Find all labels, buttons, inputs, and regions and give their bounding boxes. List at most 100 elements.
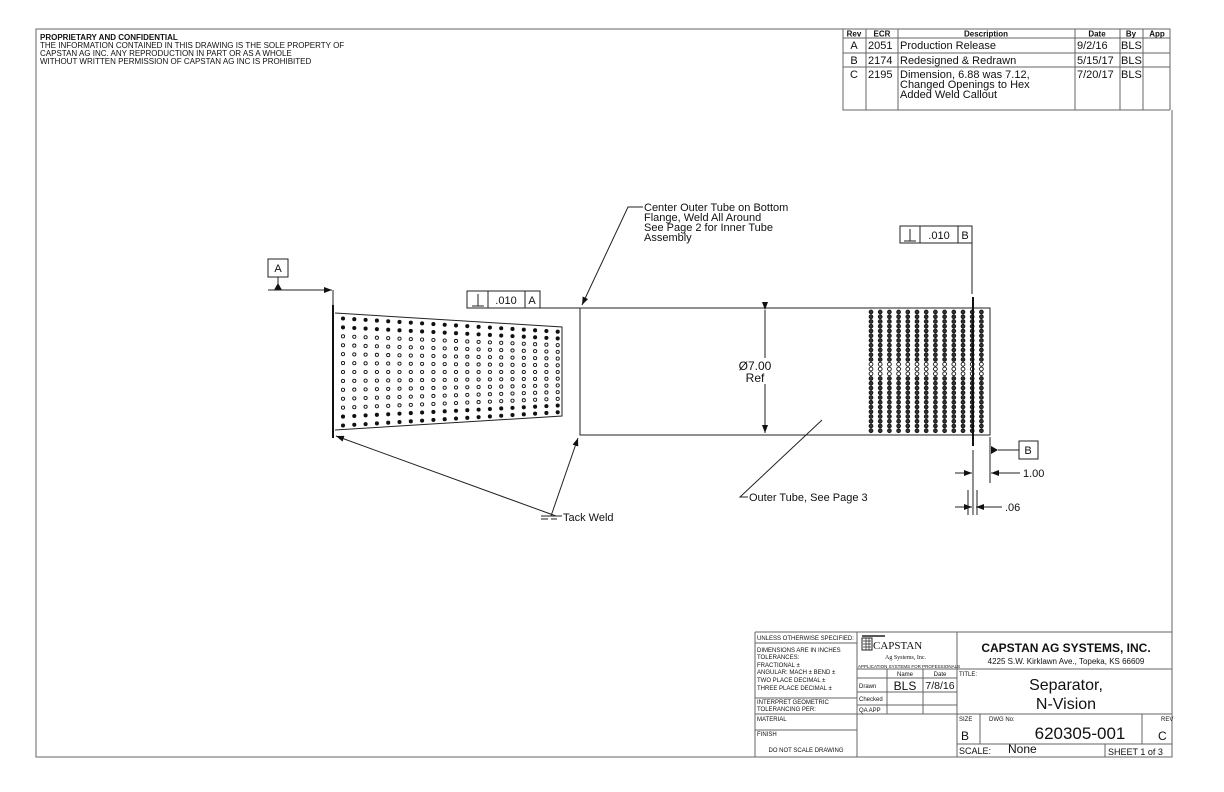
perforation-hole (521, 369, 526, 375)
perforation-hole (397, 411, 402, 416)
perforation-hole (951, 333, 957, 339)
revision-row: C 2195 Dimension, 6.88 was 7.12, Changed… (850, 69, 1142, 101)
perforation-hole (933, 423, 938, 429)
perforation-hole (960, 342, 966, 348)
perforation-hole (442, 369, 447, 375)
perforation-hole (533, 411, 538, 416)
perforation-hole (905, 352, 911, 358)
tol-note: TOLERANCES: (757, 655, 800, 661)
perforation-hole (942, 395, 947, 400)
perforation-hole (933, 395, 938, 400)
perforation-hole (442, 409, 447, 414)
perforation-hole (487, 325, 492, 330)
perforation-hole (896, 399, 901, 405)
perforation-hole (499, 413, 504, 418)
perforation-hole (431, 361, 436, 367)
perforation-hole (951, 361, 957, 367)
perforation-hole (340, 361, 346, 366)
perforation-hole (979, 352, 984, 358)
perforation-hole (960, 385, 966, 391)
perforation-hole (914, 366, 920, 372)
perforation-hole (905, 428, 911, 434)
perforation-hole (340, 343, 346, 348)
perforation-hole (942, 423, 947, 429)
perforation-hole (887, 338, 892, 343)
perforation-hole (905, 371, 911, 377)
perforation-hole (979, 319, 984, 324)
perforation-hole (914, 390, 920, 396)
perforation-hole (979, 428, 984, 434)
perforation-hole (887, 328, 892, 334)
perforation-hole (476, 407, 481, 412)
perforation-hole (933, 371, 938, 377)
perforation-hole (408, 402, 413, 407)
perforation-hole (420, 369, 425, 375)
perforation-hole (374, 361, 379, 366)
perforation-hole (905, 361, 911, 367)
rev-cell: A (850, 40, 858, 52)
perforation-hole (933, 323, 938, 329)
perforation-hole (431, 369, 436, 375)
perforation-hole (555, 369, 560, 375)
logo-name: CAPSTAN (873, 640, 922, 652)
perforation-hole (877, 418, 883, 424)
perforation-hole (397, 419, 402, 425)
perforation-hole (905, 328, 911, 334)
perforation-hole (979, 395, 984, 400)
perforation-hole (386, 353, 391, 358)
perforation-hole (340, 414, 346, 419)
perforation-hole (923, 404, 929, 410)
perforation-hole (933, 357, 938, 362)
dwg-label: DWG No: (989, 717, 1015, 723)
perforation-hole (877, 333, 883, 339)
perforation-hole (363, 369, 368, 375)
perforation-hole (555, 383, 560, 388)
sheet-number: SHEET 1 of 3 (1108, 747, 1163, 757)
perforation-hole (510, 355, 515, 360)
perforation-hole (386, 378, 391, 383)
perforation-hole (896, 404, 901, 410)
perforation-hole (914, 385, 920, 391)
material-label: MATERIAL (757, 717, 787, 723)
perforation-hole (979, 361, 984, 367)
perforation-hole (352, 369, 357, 375)
perforation-hole (487, 332, 492, 338)
perforation-hole (914, 428, 920, 434)
drawing-title: N-Vision (1036, 696, 1096, 713)
perforation-hole (510, 369, 515, 375)
perforation-hole (453, 354, 459, 359)
ecr-header: ECR (874, 30, 891, 39)
perforation-hole (914, 347, 920, 353)
perforation-hole (352, 387, 357, 392)
perforation-hole (476, 332, 481, 337)
perforation-hole (877, 371, 883, 377)
perforation-hole (521, 384, 526, 389)
perforation-hole (933, 338, 938, 343)
perforation-hole (942, 314, 947, 320)
perforation-hole (868, 361, 874, 367)
perforation-hole (533, 363, 538, 368)
perforation-hole (923, 395, 929, 400)
perforation-hole (465, 400, 470, 405)
perforation-hole (363, 404, 368, 409)
perforation-hole (544, 383, 549, 388)
perforation-hole (420, 378, 425, 383)
perforation-hole (363, 361, 368, 366)
perforation-hole (510, 334, 515, 339)
scale-label: SCALE: (959, 746, 991, 756)
perforation-hole (476, 377, 481, 382)
perforation-hole (905, 409, 911, 415)
perforation-hole (896, 347, 901, 353)
perforation-hole (510, 326, 515, 331)
note-center-tube: Center Outer Tube on Bottom Flange, Weld… (581, 202, 788, 306)
perforation-hole (868, 390, 874, 396)
perforation-hole (408, 386, 413, 391)
perforation-hole (408, 337, 413, 342)
perforation-hole (374, 335, 379, 340)
perforation-hole (942, 319, 947, 324)
perforation-hole (960, 319, 966, 324)
perforation-hole (914, 399, 920, 405)
perforation-hole (887, 385, 892, 391)
perforation-hole (499, 406, 504, 411)
